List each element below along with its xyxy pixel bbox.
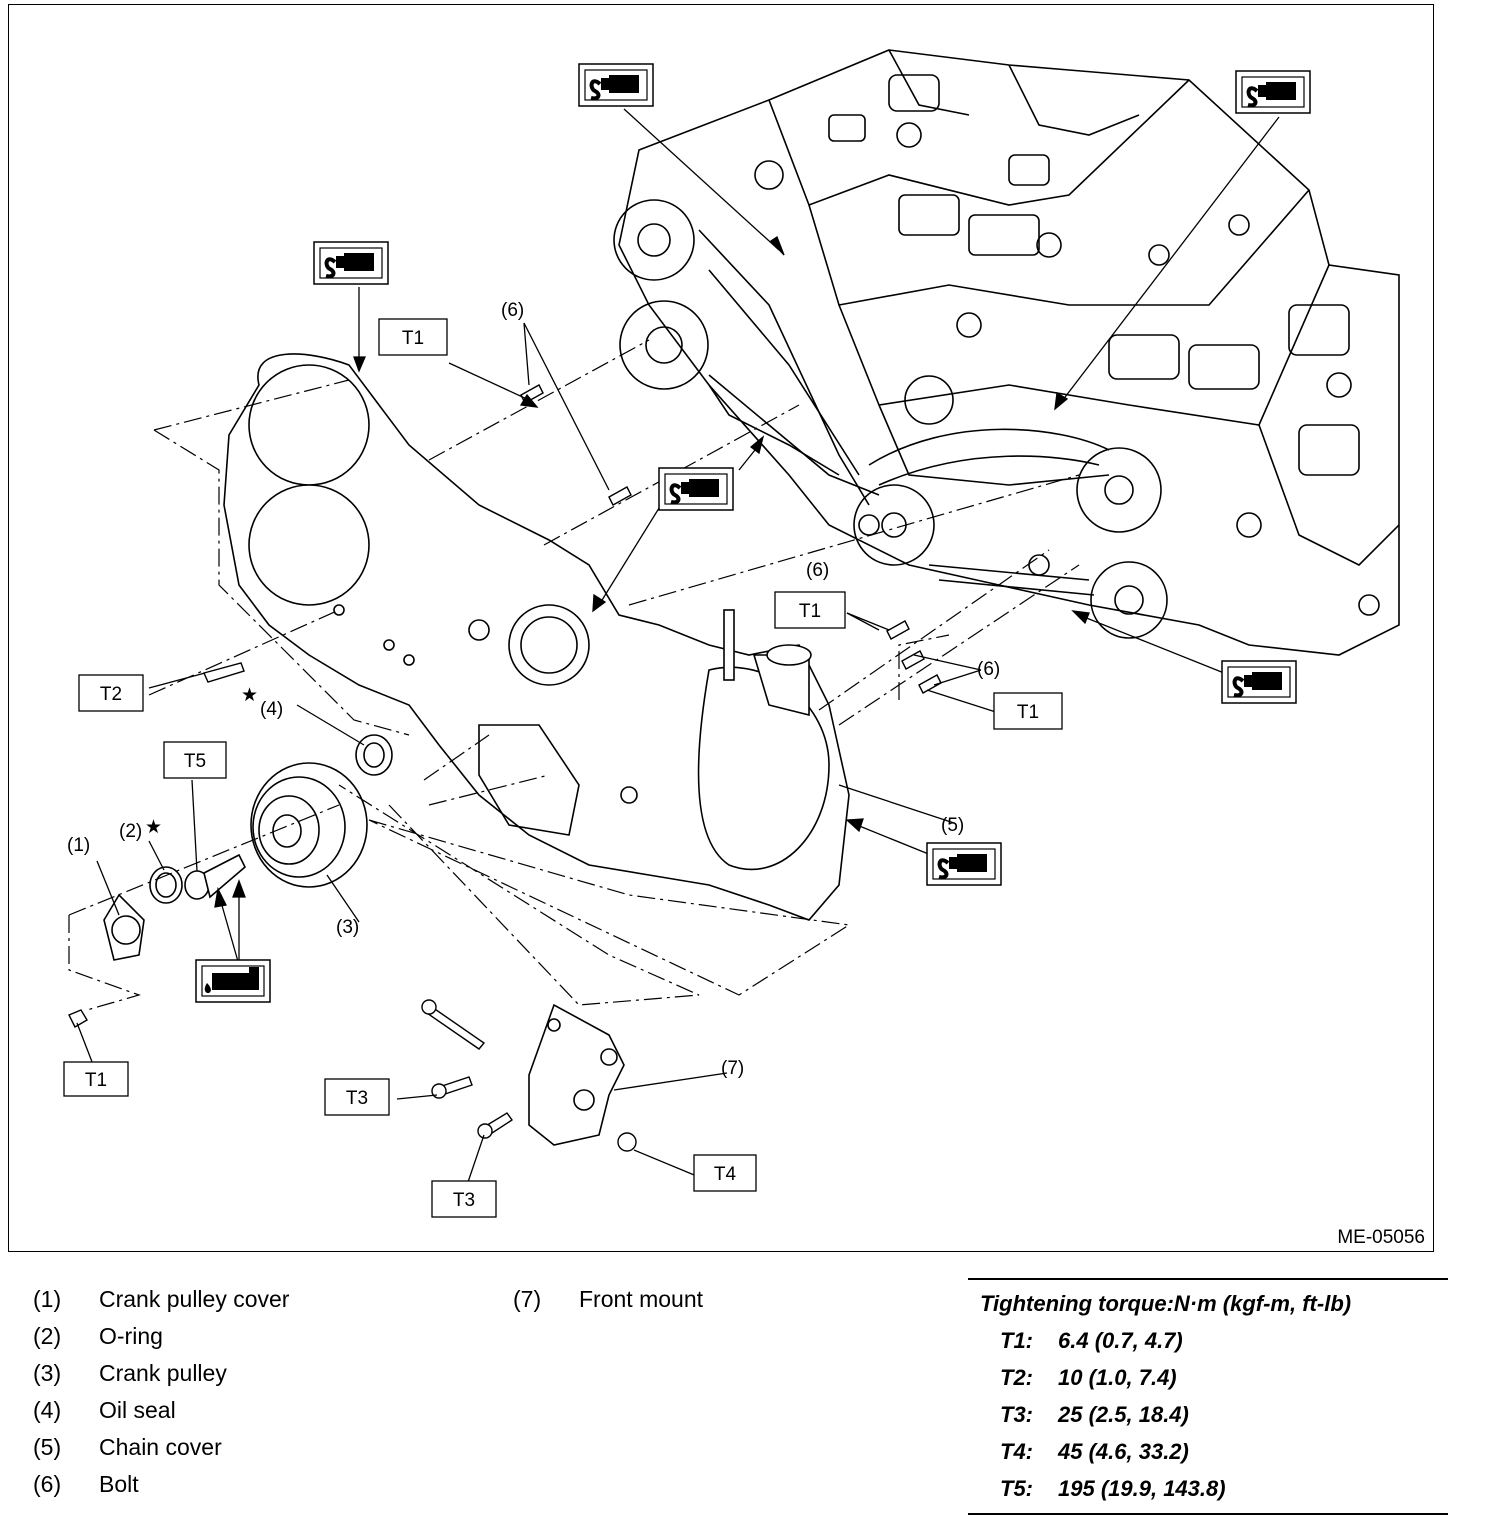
alignment-lines <box>68 339 1080 1011</box>
sealant-icon <box>312 240 390 286</box>
callout-text: T1 <box>799 601 821 622</box>
crank-pulley <box>250 762 368 888</box>
callout-text: T3 <box>453 1190 475 1211</box>
part-number-1: (1) <box>67 835 90 856</box>
legend-num: (1) <box>33 1286 62 1312</box>
torque-value: 6.4 (0.7, 4.7) <box>1058 1328 1183 1353</box>
legend-label: Front mount <box>579 1286 703 1312</box>
torque-callout-t3: T3 <box>431 1180 497 1218</box>
torque-callout-t5: T5 <box>163 741 227 779</box>
legend-item: (6) Bolt <box>33 1466 289 1503</box>
callout-text: T1 <box>1017 702 1039 723</box>
crank-pulley-cover <box>103 893 145 961</box>
part-number-6: (6) <box>806 560 829 581</box>
torque-row: T4: 45 (4.6, 33.2) <box>968 1433 1448 1470</box>
torque-callout-t1: T1 <box>993 692 1063 730</box>
part-number-2: (2) <box>119 821 142 842</box>
torque-row: T2: 10 (1.0, 7.4) <box>968 1359 1448 1396</box>
callout-text: T4 <box>714 1164 737 1185</box>
torque-value: 25 (2.5, 18.4) <box>1058 1402 1189 1427</box>
legend-num: (3) <box>33 1360 62 1386</box>
torque-callout-t1: T1 <box>63 1061 129 1097</box>
torque-callout-t3: T3 <box>324 1078 390 1116</box>
torque-value: 10 (1.0, 7.4) <box>1058 1365 1177 1390</box>
legend-num: (2) <box>33 1323 62 1349</box>
torque-callout-t4: T4 <box>693 1154 757 1192</box>
callout-text: T5 <box>184 751 206 772</box>
legend-label: Crank pulley <box>99 1360 227 1386</box>
torque-table: Tightening torque:N·m (kgf-m, ft-lb) T1:… <box>968 1278 1448 1515</box>
torque-callout-t1: T1 <box>378 318 448 356</box>
parts-legend-col2: (7) Front mount <box>513 1281 703 1318</box>
torque-value: 195 (19.9, 143.8) <box>1058 1476 1226 1501</box>
chain-cover <box>223 353 850 921</box>
sealant-icon <box>657 466 735 512</box>
legend-label: Bolt <box>99 1471 139 1497</box>
sealant-icon <box>1234 69 1312 115</box>
legend-num: (4) <box>33 1397 62 1423</box>
callout-text: T2 <box>100 684 122 705</box>
torque-key: T2: <box>1000 1365 1033 1390</box>
torque-key: T3: <box>1000 1402 1033 1427</box>
sealant-icon <box>1220 659 1298 705</box>
figure-code: ME-05056 <box>1337 1227 1425 1248</box>
part-number-6: (6) <box>977 659 1000 680</box>
torque-callout-t1: T1 <box>774 591 846 629</box>
torque-key: T1: <box>1000 1328 1033 1353</box>
legend-num: (5) <box>33 1434 62 1460</box>
crank-bolt <box>184 853 246 900</box>
parts-legend: (1) Crank pulley cover (2) O-ring (3) Crank… <box>33 1281 289 1503</box>
part-number-6: (6) <box>501 300 524 321</box>
legend-item: (3) Crank pulley <box>33 1355 289 1392</box>
torque-value: 45 (4.6, 33.2) <box>1058 1439 1189 1464</box>
part-number-4: (4) <box>260 699 283 720</box>
legend-item: (4) Oil seal <box>33 1392 289 1429</box>
legend-item: (1) Crank pulley cover <box>33 1281 289 1318</box>
torque-callout-t2: T2 <box>78 674 144 712</box>
torque-row: T3: 25 (2.5, 18.4) <box>968 1396 1448 1433</box>
oil-seal <box>355 734 393 776</box>
star-mark: ★ <box>241 685 258 706</box>
legend-label: Crank pulley cover <box>99 1286 290 1312</box>
legend-num: (6) <box>33 1471 62 1497</box>
callout-text: T3 <box>346 1088 368 1109</box>
engine-block <box>613 49 1400 656</box>
callout-text: T1 <box>85 1070 107 1091</box>
legend-label: Oil seal <box>99 1397 176 1423</box>
legend-item: (7) Front mount <box>513 1281 703 1318</box>
legend-item: (5) Chain cover <box>33 1429 289 1466</box>
o-ring <box>149 866 183 904</box>
part-number-7: (7) <box>721 1058 744 1079</box>
torque-key: T4: <box>1000 1439 1033 1464</box>
diagram-canvas: T1 T1 T1 T1 T2 T5 T3 T3 T4 (1) (2) ★ (3)… <box>63 49 1425 1248</box>
sealant-icon <box>577 62 655 108</box>
legend-label: Chain cover <box>99 1434 222 1460</box>
legend-num: (7) <box>513 1286 542 1312</box>
oil-icon <box>195 959 271 1003</box>
star-mark: ★ <box>145 817 162 838</box>
part-number-5: (5) <box>941 815 964 836</box>
legend-label: O-ring <box>99 1323 163 1349</box>
torque-row: T1: 6.4 (0.7, 4.7) <box>968 1322 1448 1359</box>
torque-key: T5: <box>1000 1476 1033 1501</box>
legend-item: (2) O-ring <box>33 1318 289 1355</box>
callout-text: T1 <box>402 328 424 349</box>
leader-lines <box>76 108 1280 1186</box>
front-mount <box>528 1003 625 1146</box>
torque-title: Tightening torque:N·m (kgf-m, ft-lb) <box>980 1291 1352 1316</box>
bolts <box>68 384 942 1152</box>
part-number-3: (3) <box>336 917 359 938</box>
torque-row: T5: 195 (19.9, 143.8) <box>968 1470 1448 1507</box>
exploded-view-figure: T1 T1 T1 T1 T2 T5 T3 T3 T4 (1) (2) ★ (3)… <box>8 4 1434 1252</box>
sealant-icon <box>925 841 1003 887</box>
